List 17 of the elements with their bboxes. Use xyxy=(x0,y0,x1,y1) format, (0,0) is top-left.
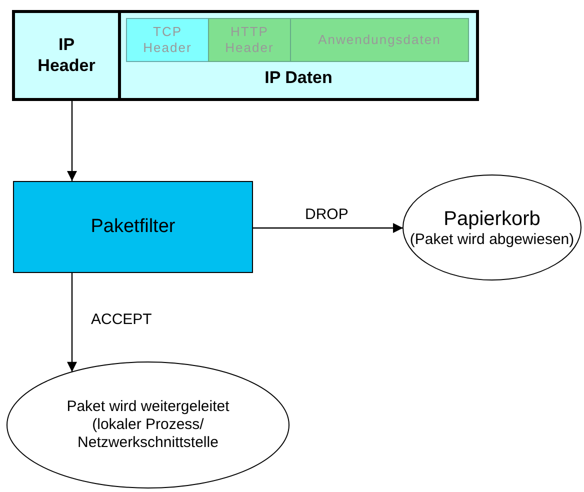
packet-box xyxy=(12,10,479,101)
node-label: Paket wird weitergeleitet (lokaler Prozess/ Netzwerkschnittstelle xyxy=(66,398,230,452)
node-label: TCP Header xyxy=(142,24,193,56)
arrow xyxy=(253,223,403,233)
node-label: Anwendungsdaten xyxy=(318,32,441,48)
arrow xyxy=(67,273,77,372)
process-box xyxy=(13,181,253,273)
node-label: Papierkorb xyxy=(444,206,540,230)
node-label: HTTP Header xyxy=(224,24,275,56)
node-label: IP Header xyxy=(36,35,96,76)
segment-cell xyxy=(208,18,291,62)
segment-cell xyxy=(126,18,209,62)
node-sublabel: (Paket wird abgewiesen) xyxy=(410,230,574,248)
segment-cell xyxy=(290,18,469,62)
arrow xyxy=(67,101,77,181)
node-label: IP Daten xyxy=(264,68,332,88)
node-label: Paketfilter xyxy=(90,216,176,238)
